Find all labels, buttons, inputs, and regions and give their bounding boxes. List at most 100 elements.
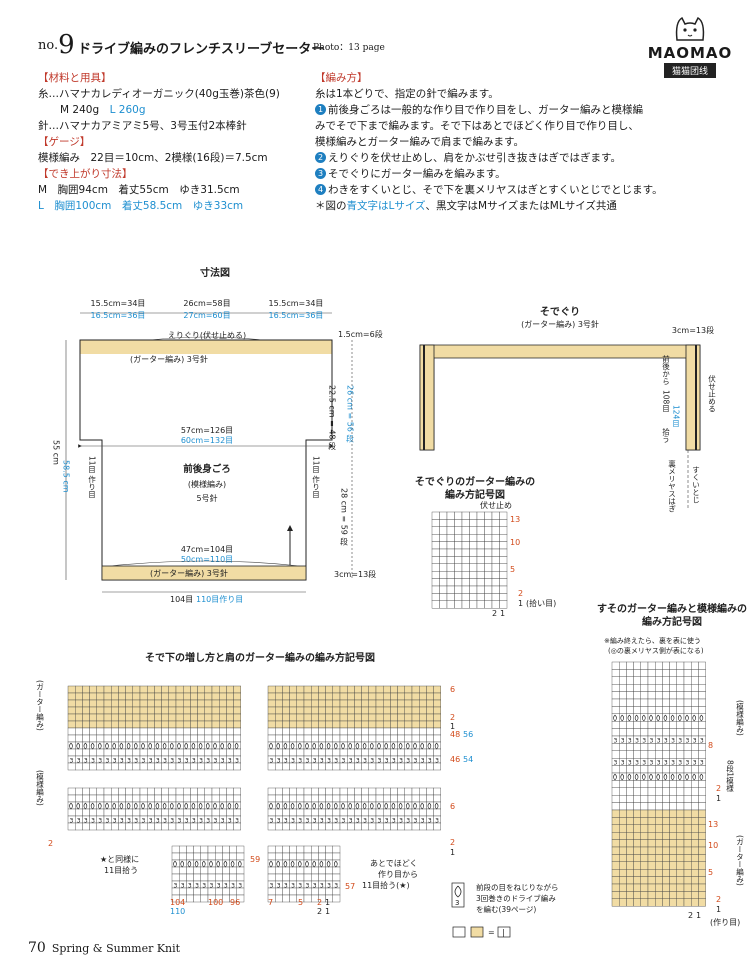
grid-cell xyxy=(691,765,699,774)
stitch-count: 3 xyxy=(435,758,439,765)
grid-cell xyxy=(619,876,627,885)
grid-cell xyxy=(683,661,692,670)
grid-cell xyxy=(454,578,463,587)
grid-cell xyxy=(146,787,155,796)
lower-rows: 28 cm = 59 段 xyxy=(340,488,349,546)
grid-cell xyxy=(662,854,670,863)
stitch-count: 3 xyxy=(113,758,117,765)
star-note-1: ★と同様に xyxy=(100,854,139,864)
grid-cell xyxy=(233,787,242,796)
drive-stitch-icon xyxy=(194,860,199,868)
gauge-text: 模様編み 22目＝10cm、2模様(16段)＝7.5cm xyxy=(38,152,268,164)
grid-cell xyxy=(469,600,478,609)
grid-cell xyxy=(368,685,377,694)
drive-stitch-icon xyxy=(230,860,235,868)
grid-cell xyxy=(669,669,677,678)
grid-cell xyxy=(397,727,406,736)
stitch-count: 3 xyxy=(378,758,382,765)
grid-cell xyxy=(676,728,685,737)
grid-cell xyxy=(197,685,206,694)
drive-stitch-icon xyxy=(305,742,309,750)
grid-cell xyxy=(397,713,406,722)
garter-bottom-label: (ガーター編み) 3号針 xyxy=(150,568,228,578)
grid-cell xyxy=(698,691,706,700)
grid-cell xyxy=(74,720,83,729)
drive-stitch-icon xyxy=(134,802,138,810)
grid-cell xyxy=(368,706,377,715)
grid-cell xyxy=(411,787,420,796)
grid-cell xyxy=(311,748,319,757)
grid-cell xyxy=(74,706,83,715)
stitch-count: 3 xyxy=(228,818,232,825)
grid-cell xyxy=(626,832,634,840)
grid-cell xyxy=(499,541,508,550)
grid-cell xyxy=(619,669,627,678)
grid-cell xyxy=(698,795,706,803)
grid-cell xyxy=(683,721,692,729)
grid-cell xyxy=(397,699,406,708)
grid-cell xyxy=(640,743,649,752)
grid-cell xyxy=(154,727,162,736)
stitch-count: 3 xyxy=(185,818,189,825)
grid-cell xyxy=(197,699,206,708)
grid-cell xyxy=(390,787,398,796)
grid-cell xyxy=(626,898,634,907)
grid-cell xyxy=(484,600,493,609)
grid-cell xyxy=(296,699,305,708)
yarn-m: M 240g xyxy=(60,104,100,116)
grid-cell xyxy=(404,794,413,803)
grid-cell xyxy=(168,699,177,708)
stitch-count: 3 xyxy=(399,818,403,825)
grid-cell xyxy=(698,728,706,737)
top-left-width-m: 15.5cm=34目 xyxy=(91,299,146,308)
grid-cell xyxy=(611,661,620,670)
drive-stitch-icon xyxy=(384,742,388,750)
main-row-2c: 2 xyxy=(48,839,53,848)
grid-cell xyxy=(67,713,76,722)
drive-stitch-icon xyxy=(290,742,295,750)
grid-cell xyxy=(655,869,663,877)
hem-row-2b: 2 xyxy=(716,895,721,904)
main-pattern-label: (模様編み) xyxy=(35,770,44,806)
grid-cell xyxy=(168,720,177,729)
grid-cell xyxy=(361,706,370,715)
stitch-count: 3 xyxy=(181,883,185,890)
shoulder-rows: 1.5cm=6段 xyxy=(338,329,383,339)
grid-cell xyxy=(676,809,685,818)
grid-cell xyxy=(611,691,620,700)
grid-cell xyxy=(383,808,391,817)
grid-cell xyxy=(411,685,420,694)
grid-cell xyxy=(640,839,649,848)
stitch-count: 3 xyxy=(421,758,425,765)
grid-cell xyxy=(669,698,677,707)
grid-cell xyxy=(419,713,427,722)
grid-cell xyxy=(211,794,220,803)
star-note-2: 11目拾う xyxy=(104,865,138,875)
grid-cell xyxy=(303,734,312,743)
grid-cell xyxy=(289,706,298,715)
grid-cell xyxy=(469,548,478,557)
grid-cell xyxy=(431,511,440,520)
stitch-count: 3 xyxy=(392,758,396,765)
drive-stitch-icon xyxy=(283,742,288,750)
stitch-count: 3 xyxy=(399,758,403,765)
drive-stitch-icon xyxy=(276,802,280,810)
grid-cell xyxy=(633,846,641,855)
grid-cell xyxy=(214,873,223,882)
grid-cell xyxy=(669,817,677,826)
drive-stitch-icon xyxy=(126,802,131,810)
grid-cell xyxy=(691,898,699,907)
grid-cell xyxy=(411,734,420,743)
method-step: みでそで下まで編みます。そで下はあとでほどく作り目で作り目し、 xyxy=(315,118,735,134)
grid-cell xyxy=(282,706,290,715)
grid-cell xyxy=(218,692,227,701)
grid-cell xyxy=(347,706,355,715)
grid-cell xyxy=(197,713,206,722)
grid-cell xyxy=(433,822,442,831)
grid-cell xyxy=(662,684,670,692)
grid-cell xyxy=(275,699,283,708)
grid-cell xyxy=(89,713,97,722)
grid-cell xyxy=(469,556,478,565)
grid-cell xyxy=(676,676,685,685)
grid-cell xyxy=(626,883,634,892)
